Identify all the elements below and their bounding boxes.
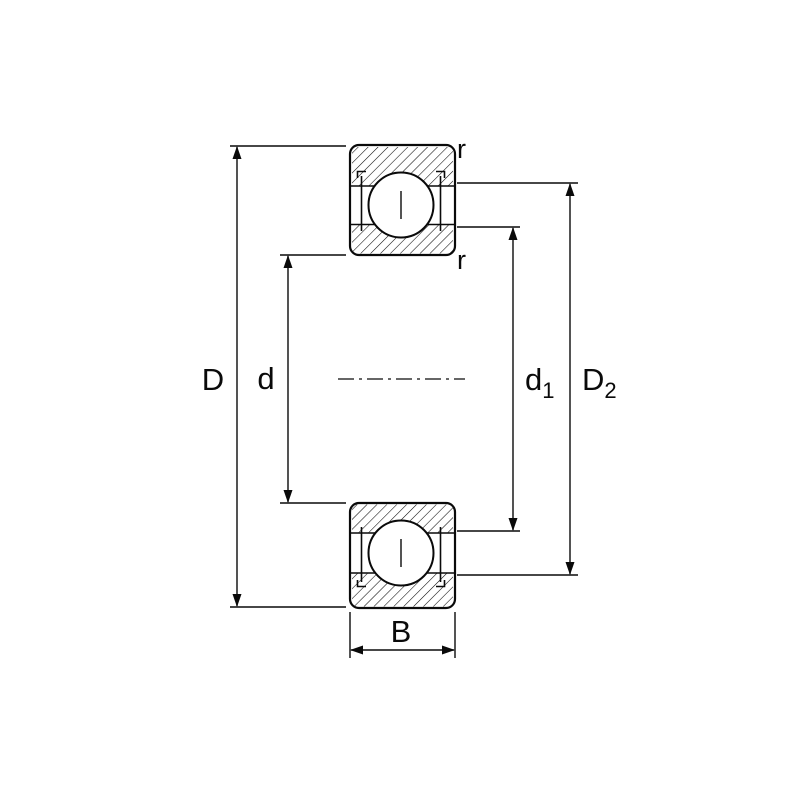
dimension-label-d1-sub: 1 — [542, 378, 554, 403]
corner-radius-label-inner: r — [457, 245, 466, 275]
dimension-label-d1: d1 — [525, 362, 555, 403]
dimension-B-arrow-left — [350, 645, 363, 655]
bottom-left-shield-anchor — [356, 580, 366, 588]
dimension-D2-arrow-bottom — [565, 562, 575, 575]
dimension-label-D2: D2 — [582, 362, 617, 403]
dimension-label-d: d — [257, 361, 274, 396]
dimension-d-arrow-bottom — [283, 490, 293, 503]
dimension-d-arrow-top — [283, 255, 293, 268]
dimension-label-D2-base: D — [582, 362, 604, 397]
dimension-label-D: D — [202, 362, 224, 397]
dimension-D2-arrow-top — [565, 183, 575, 196]
dimension-d1: d1 — [457, 226, 555, 532]
dimension-D: D — [202, 145, 346, 608]
top-left-shield-anchor — [356, 170, 366, 178]
dimension-D2: D2 — [457, 182, 617, 576]
dimension-d1-arrow-top — [508, 227, 518, 240]
bottom-right-shield-anchor — [436, 580, 446, 588]
top-right-shield-anchor — [436, 170, 446, 178]
dimension-B-arrow-right — [442, 645, 455, 655]
dimension-label-D2-sub: 2 — [604, 378, 616, 403]
dimension-D-arrow-top — [232, 146, 242, 159]
dimension-d: d — [257, 254, 346, 504]
dimension-d1-arrow-bottom — [508, 518, 518, 531]
dimension-D-arrow-bottom — [232, 594, 242, 607]
dimension-label-d1-base: d — [525, 362, 542, 397]
bearing-top-section — [348, 143, 457, 257]
bearing-bottom-section — [348, 501, 457, 610]
dimension-label-B: B — [391, 614, 412, 649]
dimension-B: B — [349, 612, 456, 658]
corner-radius-label-outer: r — [457, 134, 466, 164]
